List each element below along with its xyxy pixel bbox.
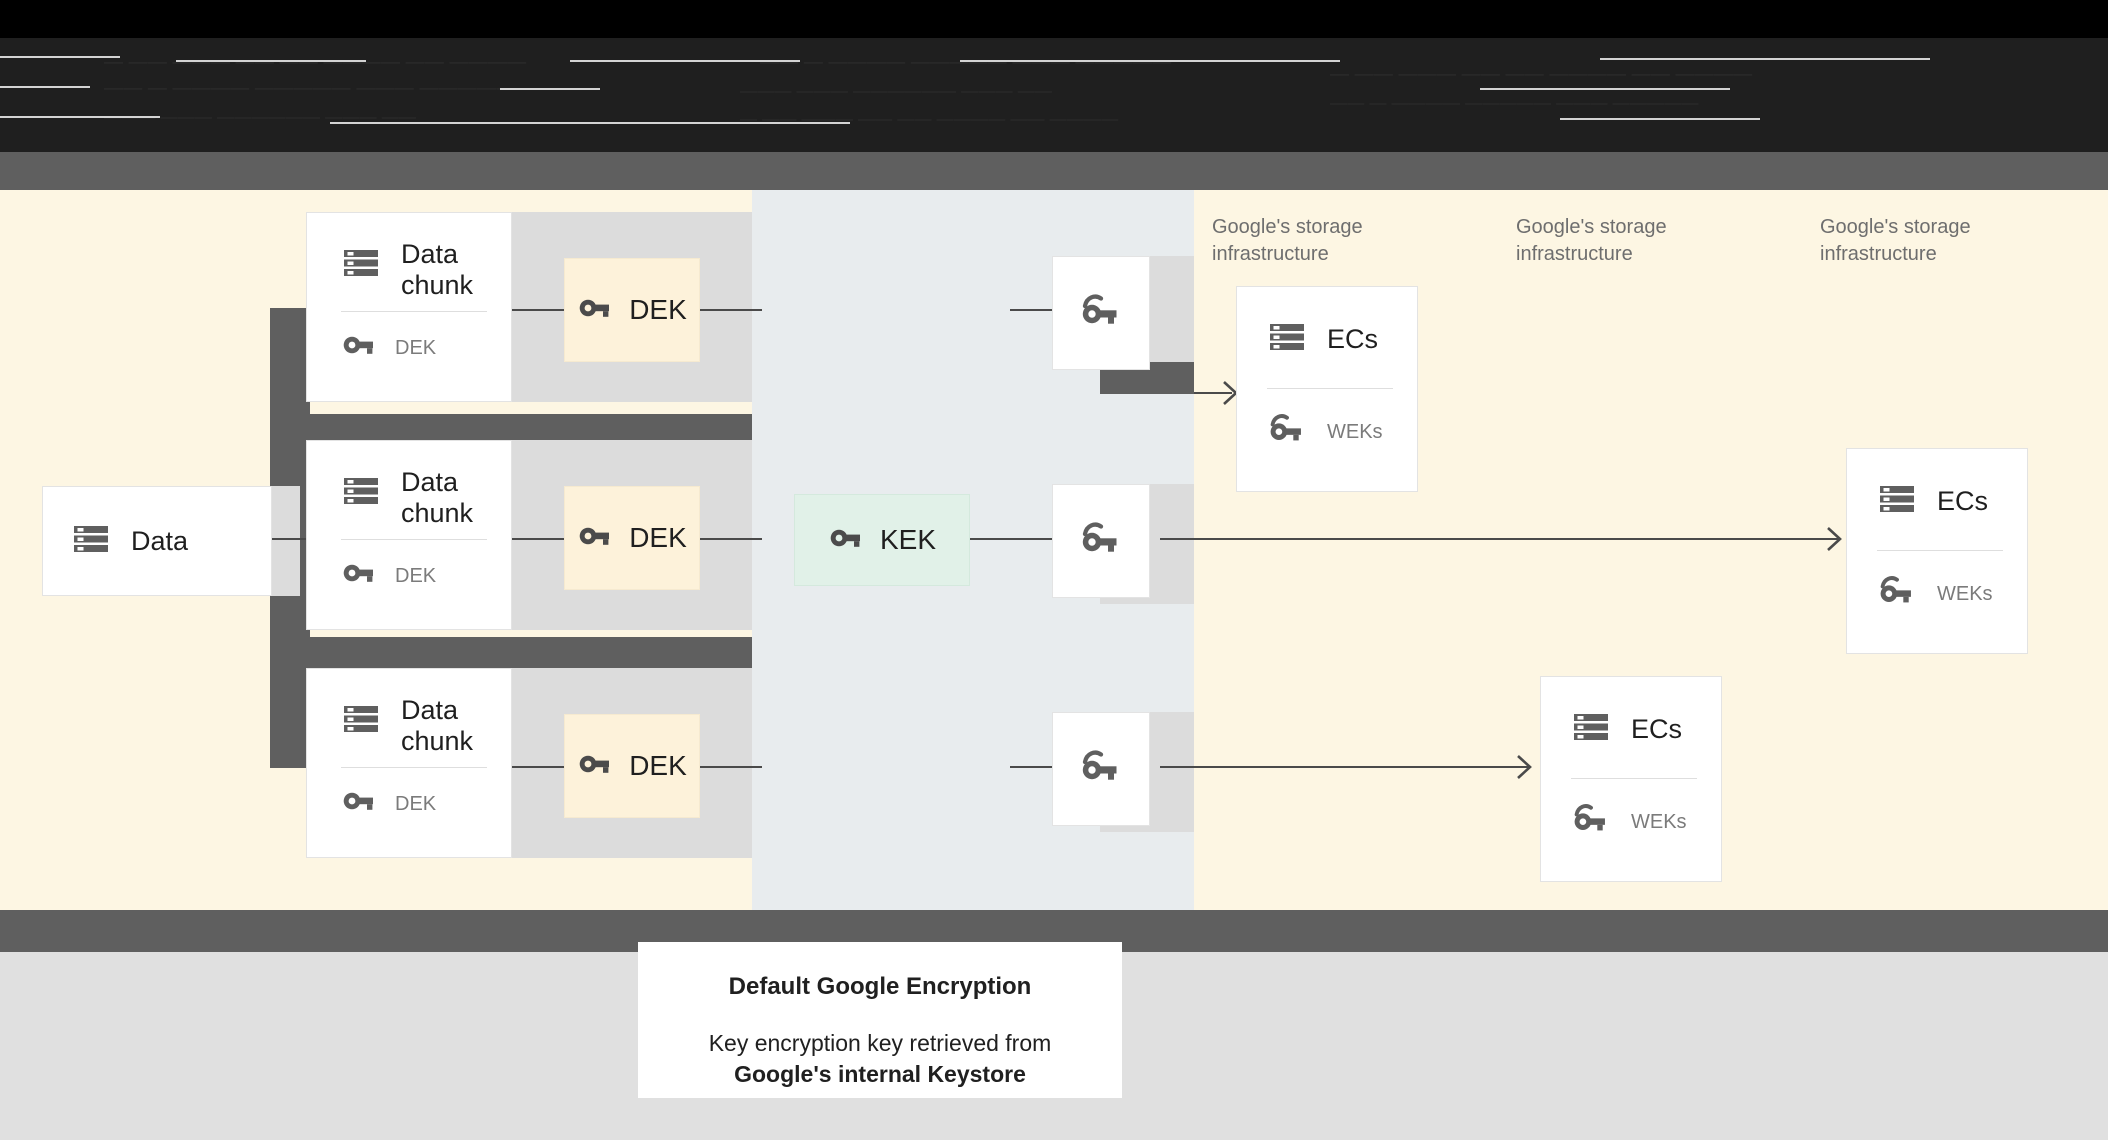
card-divider — [341, 767, 487, 768]
card-data-source[interactable]: Data — [42, 486, 272, 596]
card-divider — [341, 311, 487, 312]
card-ecs-key-label: WEKs — [1327, 420, 1383, 443]
caption-card: Default Google Encryption Key encryption… — [638, 942, 1122, 1098]
header-redacted-line-3: ——— ——— —————— ——— —— — [104, 107, 417, 126]
caption-body-strong: Google's internal Keystore — [734, 1061, 1026, 1087]
caption-body-prefix: Key encryption key retrieved from — [708, 1030, 1052, 1056]
wrapped-key-icon — [1571, 801, 1611, 842]
key-icon — [341, 556, 375, 595]
header-redacted-line-5: ——— ——— —————— ——— —— — [740, 81, 1053, 100]
card-data-chunk-2[interactable]: Data chunk DEK — [306, 440, 512, 630]
key-icon — [577, 291, 611, 330]
key-icon — [577, 519, 611, 558]
header-grey-band — [0, 152, 2108, 190]
card-data-chunk-key-label: DEK — [395, 792, 437, 815]
key-icon — [341, 784, 375, 823]
card-ecs-3[interactable]: ECs WEKs — [1540, 676, 1722, 882]
card-ecs-2[interactable]: ECs WEKs — [1846, 448, 2028, 654]
card-ecs-key-label: WEKs — [1937, 582, 1993, 605]
connector-data-to-bracket — [226, 538, 320, 540]
header-redacted-line-2: —— — ———— ————— ——— ————— — [104, 78, 516, 99]
server-storage-icon — [1877, 479, 1917, 524]
connector-kek-wek3 — [1010, 766, 1052, 768]
server-storage-icon — [341, 243, 381, 288]
card-divider — [1877, 550, 2003, 551]
card-ecs-title: ECs — [1631, 714, 1683, 744]
connector-dek3-out — [700, 766, 762, 768]
key-icon — [828, 521, 862, 560]
server-storage-icon — [341, 699, 381, 744]
connector-chunk2-dek — [512, 538, 564, 540]
key-icon — [341, 328, 375, 367]
card-ecs-title: ECs — [1937, 486, 1989, 516]
card-divider — [1267, 388, 1393, 389]
card-wek-1[interactable] — [1052, 256, 1150, 370]
card-data-chunk-key-label: DEK — [395, 564, 437, 587]
connector-dek2-out — [700, 538, 762, 540]
card-data-chunk-1[interactable]: Data chunk DEK — [306, 212, 512, 402]
server-storage-icon — [71, 519, 111, 564]
box-dek-1[interactable]: DEK — [564, 258, 700, 362]
bracket-arm-2 — [270, 637, 752, 669]
header-redacted-line-7: — —— ——— —— —— ———— —— ———— — [1330, 64, 1753, 85]
card-wek-3[interactable] — [1052, 712, 1150, 826]
box-kek[interactable]: KEK — [794, 494, 970, 586]
key-icon — [577, 747, 611, 786]
wrapped-key-icon — [1877, 573, 1917, 614]
box-dek-label: DEK — [629, 522, 687, 553]
wrapped-key-icon — [1079, 291, 1123, 336]
storage-label-1: Google's storage infrastructure — [1212, 216, 1363, 265]
card-data-chunk-3[interactable]: Data chunk DEK — [306, 668, 512, 858]
box-kek-label: KEK — [879, 524, 937, 555]
header-redacted-line-4: —— — ———— ————— ——— ————— — [760, 52, 1172, 73]
storage-label-2: Google's storage infrastructure — [1516, 216, 1667, 265]
connector-dek1-out — [700, 309, 762, 311]
card-ecs-key-label: WEKs — [1631, 810, 1687, 833]
wrapped-key-icon — [1079, 747, 1123, 792]
header-dark-band — [0, 38, 2108, 156]
connector-kek-wek2 — [968, 538, 1052, 540]
connector-chunk1-dek — [512, 309, 564, 311]
box-dek-2[interactable]: DEK — [564, 486, 700, 590]
connector-chunk3-dek — [512, 766, 564, 768]
server-storage-icon — [1267, 317, 1307, 362]
card-divider — [1571, 778, 1697, 779]
connector-kek-wek1 — [1010, 309, 1052, 311]
box-dek-3[interactable]: DEK — [564, 714, 700, 818]
caption-title: Default Google Encryption — [728, 973, 1032, 1000]
card-divider — [341, 539, 487, 540]
storage-label-3: Google's storage infrastructure — [1820, 216, 1971, 265]
card-data-source-title: Data — [131, 525, 189, 556]
card-ecs-1[interactable]: ECs WEKs — [1236, 286, 1418, 492]
connector-wek2-ecs — [1160, 538, 1840, 540]
header-redacted-line-1: — —— ——— —— —— ———— —— ———— — [104, 52, 527, 73]
box-dek-label: DEK — [629, 750, 687, 781]
wrapped-key-icon — [1079, 519, 1123, 564]
server-storage-icon — [1571, 707, 1611, 752]
card-data-chunk-title: Data chunk — [401, 239, 474, 300]
header-redacted-line-6: — —— ——— —— —— ———— —— ———— — [740, 109, 1119, 128]
wrapped-key-icon — [1267, 411, 1307, 452]
card-data-chunk-key-label: DEK — [395, 336, 437, 359]
card-wek-2[interactable] — [1052, 484, 1150, 598]
card-ecs-title: ECs — [1327, 324, 1379, 354]
card-data-chunk-title: Data chunk — [401, 695, 474, 756]
header-redacted-line-8: —— — ———— ————— ——— ————— — [1330, 93, 1699, 112]
card-data-chunk-title: Data chunk — [401, 467, 474, 528]
connector-wek3-ecs — [1160, 766, 1530, 768]
box-dek-label: DEK — [629, 294, 687, 325]
connector-wek1-ecs — [1194, 392, 1232, 394]
server-storage-icon — [341, 471, 381, 516]
